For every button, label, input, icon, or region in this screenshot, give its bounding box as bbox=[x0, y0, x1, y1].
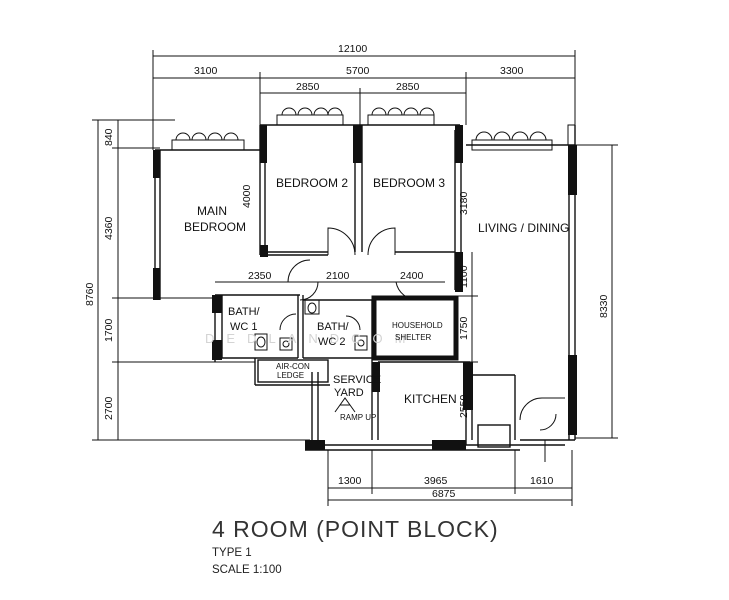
room-label-shelter-line2: SHELTER bbox=[395, 333, 432, 342]
doors bbox=[279, 227, 565, 431]
columns bbox=[153, 125, 577, 450]
dim-top-total: 12100 bbox=[338, 43, 367, 55]
dim-bed2-width: 2850 bbox=[296, 81, 320, 93]
room-label-kitchen: KITCHEN bbox=[404, 392, 457, 406]
room-label-shelter-line1: HOUSEHOLD bbox=[392, 321, 443, 330]
top-dimension-lines bbox=[152, 50, 576, 150]
right-dimension-lines bbox=[455, 144, 618, 440]
room-label-service-yard-line2: YARD bbox=[334, 387, 364, 399]
room-label-living-dining: LIVING / DINING bbox=[478, 221, 569, 235]
dim-bottom-b: 3965 bbox=[424, 475, 448, 487]
dim-mid-b: 2100 bbox=[326, 270, 350, 282]
dim-bottom-c: 1610 bbox=[530, 475, 554, 487]
left-dimension-lines bbox=[92, 119, 310, 441]
room-labels: MAIN BEDROOM BEDROOM 2 BEDROOM 3 LIVING … bbox=[184, 176, 569, 422]
dim-corridor-height: 1100 bbox=[458, 265, 470, 288]
room-label-main-bedroom-line2: BEDROOM bbox=[184, 220, 246, 234]
room-label-bath-1-line2: WC 1 bbox=[230, 321, 258, 333]
dim-mid-a: 2350 bbox=[248, 270, 272, 282]
room-label-bath-1-line1: BATH/ bbox=[228, 306, 261, 318]
room-label-aircon-line1: AIR-CON bbox=[276, 362, 310, 371]
room-label-bedroom-2: BEDROOM 2 bbox=[276, 176, 348, 190]
plan-scale: SCALE 1:100 bbox=[212, 564, 282, 576]
dim-top-c: 3300 bbox=[500, 65, 524, 77]
bottom-dimension-lines bbox=[327, 450, 573, 506]
room-label-bedroom-3: BEDROOM 3 bbox=[373, 176, 445, 190]
room-label-aircon-line2: LEDGE bbox=[277, 371, 304, 380]
dim-shelter-height: 1750 bbox=[458, 316, 470, 340]
dim-left-d: 2700 bbox=[103, 396, 115, 420]
dim-bottom-a: 1300 bbox=[338, 475, 362, 487]
dim-kitchen-height: 2550 bbox=[458, 394, 470, 418]
room-label-main-bedroom-line1: MAIN bbox=[197, 204, 227, 218]
dim-mid-c: 2400 bbox=[400, 270, 424, 282]
dim-bed3-height: 3180 bbox=[458, 191, 470, 215]
plan-type: TYPE 1 bbox=[212, 547, 252, 559]
fixtures bbox=[254, 299, 546, 462]
dim-left-c: 1700 bbox=[103, 318, 115, 342]
dim-bottom-total: 6875 bbox=[432, 488, 456, 500]
watermark: DEDLANDCOM bbox=[205, 331, 417, 346]
windows bbox=[171, 107, 576, 151]
dimension-labels: 12100 3100 5700 3300 2850 2850 840 4360 … bbox=[84, 43, 610, 500]
room-label-bath-2-line2: WC 2 bbox=[318, 336, 346, 348]
dim-top-a: 3100 bbox=[194, 65, 218, 77]
dim-left-total: 8760 bbox=[84, 282, 96, 306]
plan-title: 4 ROOM (POINT BLOCK) bbox=[212, 516, 499, 542]
room-label-bath-2-line1: BATH/ bbox=[317, 321, 350, 333]
dim-top-b: 5700 bbox=[346, 65, 370, 77]
dim-right-total: 8330 bbox=[598, 294, 610, 318]
ramp-label: RAMP UP bbox=[340, 413, 376, 422]
dim-left-a: 840 bbox=[103, 128, 115, 146]
dim-left-b: 4360 bbox=[103, 216, 115, 240]
walls bbox=[154, 124, 576, 451]
dim-bed3-width: 2850 bbox=[396, 81, 420, 93]
room-label-service-yard-line1: SERVICE bbox=[333, 374, 381, 386]
dim-bed-height: 4000 bbox=[241, 184, 253, 208]
